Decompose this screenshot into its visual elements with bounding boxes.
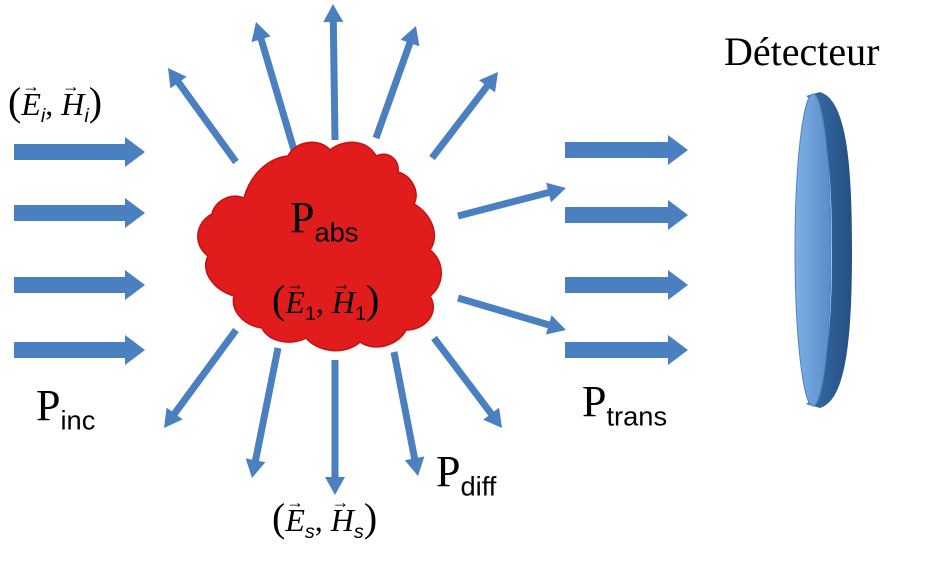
scattered-arrow (251, 22, 298, 151)
p-inc-label: Pinc (36, 381, 96, 436)
scattered-arrow (325, 360, 345, 495)
detector (794, 92, 852, 408)
h-vector: H (331, 492, 354, 539)
incident-arrow (14, 198, 145, 228)
e-vector: E (21, 76, 41, 123)
e-vector: E (285, 492, 305, 539)
incident-arrow (14, 335, 145, 365)
p-diff-label: Pdiff (436, 447, 497, 502)
scattered-field-label: (Es, Hs) (272, 492, 377, 544)
incident-arrows (14, 137, 145, 365)
transmitted-arrow (565, 200, 688, 230)
scattered-arrow (429, 72, 498, 161)
transmitted-arrow (565, 335, 688, 365)
h-vector: H (332, 274, 355, 321)
p-abs-label: Pabs (290, 193, 359, 248)
transmitted-arrow (565, 135, 688, 165)
scattered-arrow (323, 4, 344, 141)
incident-field-label: (Ei, Hi) (8, 76, 102, 128)
p-trans-label: Ptrans (582, 377, 668, 432)
transmitted-arrows (565, 135, 688, 365)
scattered-arrow (164, 327, 239, 428)
transmitted-arrow (565, 270, 688, 300)
scattered-arrow (372, 26, 420, 140)
scattered-arrows (164, 4, 566, 495)
absorbing-particle (197, 141, 442, 352)
e-vector: E (285, 274, 305, 321)
scattered-arrow (168, 68, 239, 165)
detector-label: Détecteur (724, 29, 880, 74)
incident-arrow (14, 137, 145, 167)
scattered-arrow (431, 335, 502, 428)
scattered-arrow (390, 351, 425, 476)
scattered-arrow (245, 347, 282, 478)
incident-arrow (14, 270, 145, 300)
h-vector: H (61, 76, 84, 123)
internal-field-label: (E1, H1) (272, 274, 379, 326)
scattered-arrow (457, 182, 566, 220)
scattered-arrow (457, 294, 566, 335)
